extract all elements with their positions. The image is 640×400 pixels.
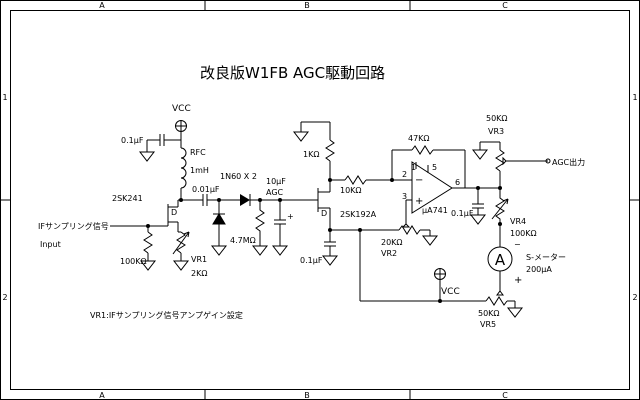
vcc-bottom-label: VCC — [441, 287, 460, 297]
resistor-47k — [411, 145, 434, 155]
opamp-ua741: − + — [411, 161, 478, 214]
c-0-1uf-c-label: 0.1μF — [451, 209, 474, 218]
pin2-label: 2 — [402, 170, 407, 179]
pin1-label: 1 — [411, 163, 416, 172]
fet2-label: 2SK192A — [340, 210, 377, 219]
vr4-value-label: 100KΩ — [510, 229, 537, 238]
frame-row-2-left: 2 — [2, 293, 7, 302]
vr2-value-label: 20KΩ — [381, 238, 403, 247]
opamp-label: μA741 — [422, 206, 448, 215]
c-10uf-label: 10μF — [266, 177, 286, 186]
r-1k-label: 1KΩ — [303, 150, 319, 159]
capacitor-10uf: + — [274, 212, 294, 225]
svg-text:−: − — [415, 175, 423, 186]
resistor-4-7m — [255, 200, 265, 246]
vr5-potentiometer — [485, 290, 508, 306]
agc-label: AGC — [266, 188, 284, 197]
frame-col-a-bottom: A — [99, 391, 105, 400]
r-4-7m-label: 4.7MΩ — [230, 236, 256, 245]
vcc-terminal-bottom — [434, 268, 446, 280]
pin5-label: 5 — [432, 163, 437, 172]
frame-col-b-bottom: B — [304, 391, 310, 400]
diode-shunt — [212, 213, 226, 225]
input-label: Input — [40, 240, 61, 249]
pin3-label: 3 — [402, 192, 407, 201]
c1-value-label: 0.1μF — [121, 136, 144, 145]
vr1-value-label: 2KΩ — [191, 269, 207, 278]
r-47k-label: 47KΩ — [408, 134, 430, 143]
diodes-label: 1N60 X 2 — [220, 172, 257, 181]
meter-value-label: 200μA — [526, 265, 552, 274]
vr4-label: VR4 — [510, 217, 526, 226]
diode-series — [240, 194, 251, 206]
vr2-label: VR2 — [381, 249, 397, 258]
vr5-value-label: 50KΩ — [478, 309, 500, 318]
fet-2sk241: D — [167, 199, 181, 232]
svg-text:+: + — [415, 196, 423, 207]
vr1-note: VR1:IFサンプリング信号アンプゲイン設定 — [90, 310, 243, 320]
vr3-label: VR3 — [488, 127, 504, 136]
frame-col-a-top: A — [99, 1, 105, 10]
rfc-label: RFC — [190, 148, 206, 157]
vr3-potentiometer — [495, 149, 507, 172]
capacitor-c-0-1uf-c — [472, 203, 484, 209]
svg-text:D: D — [321, 209, 327, 218]
fet1-label: 2SK241 — [112, 194, 143, 203]
inductor-rfc — [180, 147, 187, 189]
frame-row-2-right: 2 — [632, 293, 637, 302]
meter-symbol: A — [495, 251, 506, 269]
capacitor-c1 — [159, 134, 165, 146]
frame-col-c-bottom: C — [502, 391, 508, 400]
pin6-label: 6 — [455, 178, 460, 187]
c-0-1uf-b-label: 0.1μF — [300, 256, 323, 265]
vr3-value-label: 50KΩ — [486, 114, 508, 123]
fet-2sk192a: D — [317, 180, 331, 230]
if-input-label: IFサンプリング信号 — [38, 221, 109, 231]
meter-label: S-メーター — [526, 253, 566, 262]
vr1-label: VR1 — [191, 255, 207, 264]
resistor-10k — [344, 175, 367, 185]
r-100k-a-label: 100KΩ — [120, 257, 147, 266]
rfc-value-label: 1mH — [190, 166, 209, 175]
frame-row-1-right: 1 — [632, 93, 637, 102]
diagram-title: 改良版W1FB AGC駆動回路 — [200, 64, 385, 82]
vr1-potentiometer — [172, 231, 190, 255]
vr5-label: VR5 — [480, 320, 496, 329]
capacitor-0-01uf — [202, 194, 208, 206]
vr2-potentiometer — [398, 223, 421, 235]
vcc-top-label: VCC — [172, 104, 191, 114]
capacitor-c-0-1uf-b — [324, 241, 336, 247]
frame-col-b-top: B — [304, 1, 310, 10]
svg-text:D: D — [171, 208, 177, 217]
c-0-01uf-label: 0.01μF — [192, 185, 220, 194]
agc-out-label: AGC出力 — [552, 157, 585, 167]
vcc-terminal-top — [175, 120, 187, 132]
resistor-100k-a — [143, 231, 153, 254]
ground-symbol — [138, 151, 156, 162]
frame-row-1-left: 1 — [2, 93, 7, 102]
vr4-potentiometer — [491, 188, 509, 224]
resistor-1k — [325, 139, 335, 162]
r-10k-label: 10KΩ — [340, 186, 362, 195]
svg-text:+: + — [287, 212, 294, 221]
frame-col-c-top: C — [502, 1, 508, 10]
meter-minus-label: − — [514, 240, 521, 249]
meter-plus-label: + — [514, 275, 522, 286]
